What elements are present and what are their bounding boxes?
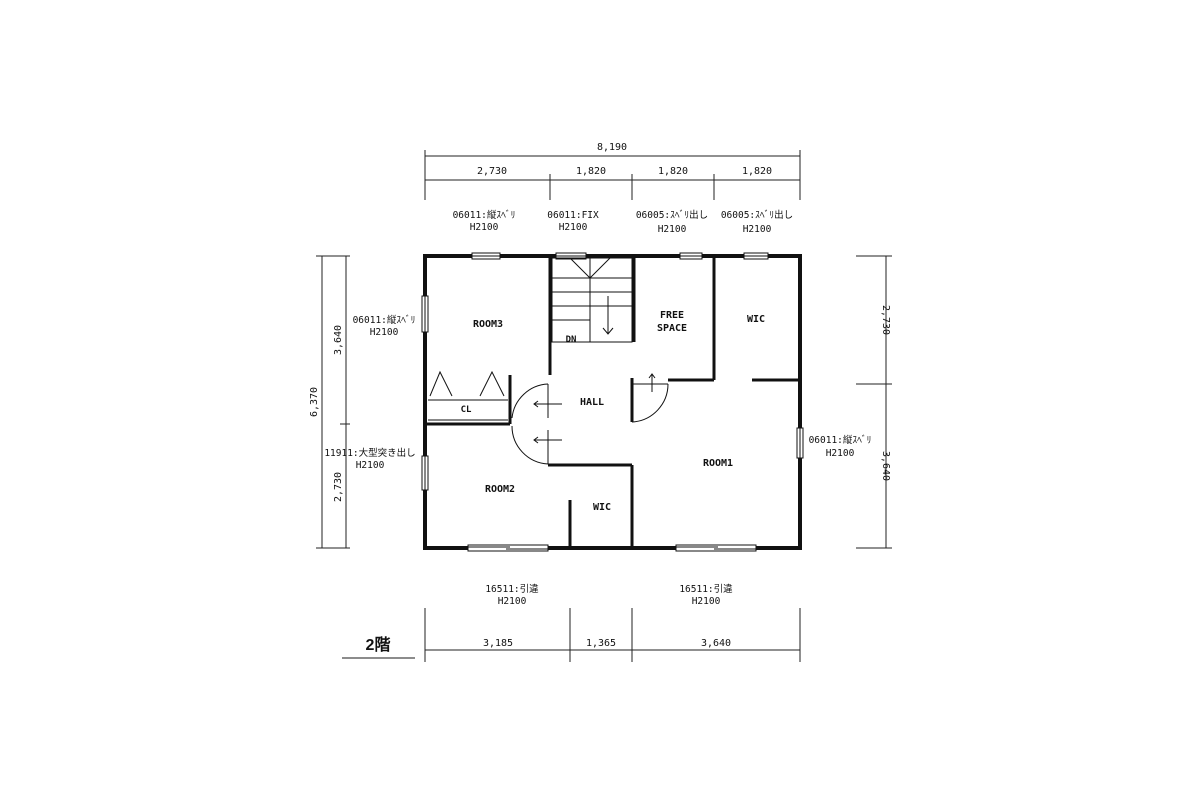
- free-space-label-1: FREE: [660, 310, 684, 321]
- room3-label: ROOM3: [473, 319, 503, 330]
- wic-label-1: WIC: [747, 314, 765, 325]
- dim-top-seg-2: 1,820: [576, 166, 606, 177]
- closet-label: CL: [461, 405, 472, 415]
- dim-bottom-seg-1: 3,185: [483, 638, 513, 649]
- window-label-bottom-1: 16511:引違: [485, 583, 539, 595]
- bottom-dimensions: 3,185 1,365 3,640: [424, 608, 801, 662]
- window-height-left-2: H2100: [356, 460, 385, 471]
- window-label-left-2: 11911:大型突き出し: [324, 447, 415, 459]
- dim-left-seg-1: 3,640: [333, 325, 344, 355]
- window-height-left-1: H2100: [370, 327, 399, 338]
- dim-bottom-seg-3: 3,640: [701, 638, 731, 649]
- top-dimensions: 8,190 2,730 1,820 1,820 1,820: [424, 142, 801, 200]
- stair: DN: [551, 257, 633, 345]
- window-label-left-1: 06011:縦ｽﾍﾞﾘ: [353, 314, 416, 326]
- stair-dn-label: DN: [566, 335, 577, 345]
- doors: [429, 370, 669, 465]
- floor-label-group: 2階: [342, 636, 415, 659]
- dim-bottom-seg-2: 1,365: [586, 638, 616, 649]
- window-height-bottom-2: H2100: [692, 596, 721, 607]
- room2-label: ROOM2: [485, 484, 515, 495]
- window-height-top-2: H2100: [559, 222, 588, 233]
- window-height-top-1: H2100: [470, 222, 499, 233]
- dim-top-seg-3: 1,820: [658, 166, 688, 177]
- window-height-top-4: H2100: [743, 224, 772, 235]
- dim-right-seg-2: 3,640: [880, 451, 891, 481]
- free-space-label-2: SPACE: [657, 323, 687, 334]
- window-symbols: [421, 252, 804, 552]
- window-label-top-2: 06011:FIX: [547, 210, 599, 221]
- dim-right-seg-1: 2,730: [880, 305, 891, 335]
- window-height-bottom-1: H2100: [498, 596, 527, 607]
- hall-label: HALL: [580, 397, 604, 408]
- window-height-top-3: H2100: [658, 224, 687, 235]
- window-height-right-1: H2100: [826, 448, 855, 459]
- window-label-top-4: 06005:ｽﾍﾞﾘ出し: [721, 209, 793, 221]
- window-label-right-1: 06011:縦ｽﾍﾞﾘ: [809, 434, 872, 446]
- right-dimensions: 2,730 3,640: [856, 255, 892, 549]
- wic-label-2: WIC: [593, 502, 611, 513]
- interior-walls: [425, 256, 800, 548]
- exterior-walls: [423, 254, 802, 550]
- window-label-top-1: 06011:縦ｽﾍﾞﾘ: [453, 209, 516, 221]
- window-labels: 06011:縦ｽﾍﾞﾘ H2100 06011:FIX H2100 06005:…: [324, 209, 871, 607]
- dim-top-total: 8,190: [597, 142, 627, 153]
- room1-label: ROOM1: [703, 458, 733, 469]
- room-labels: ROOM3 CL HALL FREE SPACE WIC ROOM1 ROOM2…: [461, 310, 765, 513]
- dim-left-total: 6,370: [309, 387, 320, 417]
- window-label-top-3: 06005:ｽﾍﾞﾘ出し: [636, 209, 708, 221]
- window-label-bottom-2: 16511:引違: [679, 583, 733, 595]
- dim-left-seg-2: 2,730: [333, 472, 344, 502]
- left-dimensions: 6,370 3,640 2,730: [309, 255, 350, 549]
- dim-top-seg-1: 2,730: [477, 166, 507, 177]
- dim-top-seg-4: 1,820: [742, 166, 772, 177]
- floor-label: 2階: [366, 636, 391, 654]
